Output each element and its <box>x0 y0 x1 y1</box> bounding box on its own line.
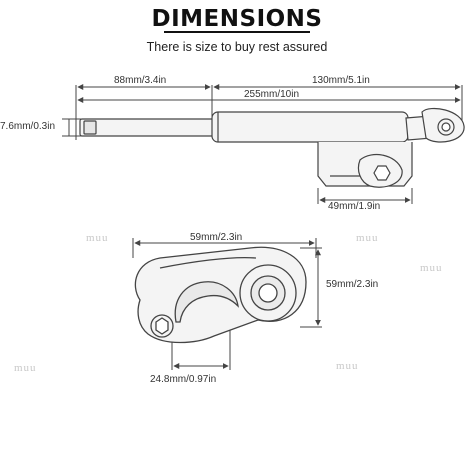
watermark: muu <box>356 232 379 244</box>
dim-bracket-width: 49mm/1.9in <box>328 201 381 212</box>
dim-rod-diameter: 7.6mm/0.3in <box>0 121 56 132</box>
damper-drawing <box>79 107 465 188</box>
watermark: muu <box>420 262 443 274</box>
dim-rod-length: 88mm/3.4in <box>114 75 167 86</box>
watermark: muu <box>86 232 109 244</box>
page-title: DIMENSIONS <box>151 6 323 32</box>
dim-body-length: 130mm/5.1in <box>312 75 370 86</box>
dim-bracket-height: 59mm/2.3in <box>326 279 379 290</box>
dim-total-length: 255mm/10in <box>244 89 300 100</box>
watermark: muu <box>336 360 359 372</box>
title-underline <box>164 31 310 33</box>
dim-hole-diameter: 24.8mm/0.97in <box>150 374 217 385</box>
dim-bracket-outer-width: 59mm/2.3in <box>190 232 243 243</box>
watermark: muu <box>14 362 37 374</box>
page-subtitle: There is size to buy rest assured <box>146 40 328 54</box>
bracket-drawing <box>134 246 307 344</box>
